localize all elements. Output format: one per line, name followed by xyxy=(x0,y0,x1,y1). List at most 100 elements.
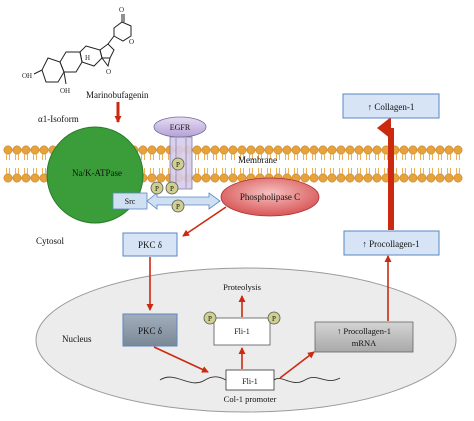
svg-text:P: P xyxy=(272,315,276,323)
lipid-head xyxy=(30,145,40,155)
phosphate-egfr: P xyxy=(171,157,185,171)
phosphate-fli1-left: P xyxy=(203,311,217,325)
lipid-head xyxy=(264,145,274,155)
cytosol-label: Cytosol xyxy=(36,236,65,246)
lipid-head xyxy=(417,173,427,183)
src-plc-double-arrow xyxy=(146,192,221,210)
phosphate-src-left: P xyxy=(150,181,164,195)
lipid-head xyxy=(363,145,373,155)
h-label: H xyxy=(85,54,90,62)
lipid-head xyxy=(327,145,337,155)
svg-text:P: P xyxy=(170,185,174,193)
svg-text:P: P xyxy=(176,203,180,211)
gene-to-mrna-arrow xyxy=(279,351,315,379)
pkc-delta-cytosol-label: PKC δ xyxy=(138,240,162,250)
lipid-head xyxy=(192,145,202,155)
lipid-head xyxy=(399,173,409,183)
phosphate-fli1-right: P xyxy=(267,311,281,325)
lipid-head xyxy=(318,173,328,183)
src-label: Src xyxy=(125,197,136,206)
plc-to-pkc-arrow xyxy=(182,206,227,237)
pkc-to-gene-arrow xyxy=(153,346,209,373)
phosphate-egfr-bottom: P xyxy=(171,199,185,213)
lipid-head xyxy=(3,173,13,183)
lipid-head xyxy=(453,173,463,183)
lipid-head xyxy=(30,173,40,183)
lipid-head xyxy=(201,173,211,183)
lipid-head xyxy=(228,173,238,183)
carbonyl-o-label: O xyxy=(119,6,124,14)
lipid-head xyxy=(426,145,436,155)
lipid-head xyxy=(192,173,202,183)
lipid-head xyxy=(327,173,337,183)
procollagen-mrna-label-2: mRNA xyxy=(352,338,377,348)
lipid-head xyxy=(363,173,373,183)
proteolysis-label: Proteolysis xyxy=(223,282,261,292)
oh-label-top: OH xyxy=(22,72,32,80)
procollagen-box xyxy=(343,230,440,256)
pkc-delta-nuclear-box xyxy=(122,313,178,347)
collagen-label: ↑ Collagen-1 xyxy=(368,102,415,112)
marinobufagenin-structure xyxy=(33,14,132,85)
procollagen-mrna-label-1: ↑ Procollagen-1 xyxy=(337,326,391,336)
lipid-head xyxy=(138,145,148,155)
lipid-head xyxy=(300,173,310,183)
lipid-head xyxy=(147,145,157,155)
na-k-atpase-label: Na/K-ATPase xyxy=(72,168,122,178)
lipid-head xyxy=(372,145,382,155)
procollagen-mrna-box xyxy=(314,321,414,353)
fli1-gene-box xyxy=(225,369,275,391)
lipid-head xyxy=(318,145,328,155)
lipid-head xyxy=(246,145,256,155)
lipid-head xyxy=(219,145,229,155)
membrane-label: Membrane xyxy=(238,155,277,165)
lipid-head xyxy=(435,145,445,155)
lipid-head xyxy=(210,145,220,155)
lipid-head xyxy=(345,145,355,155)
lipid-head xyxy=(345,173,355,183)
lipid-head xyxy=(309,173,319,183)
lipid-head xyxy=(3,145,13,155)
svg-text:P: P xyxy=(155,185,159,193)
col1-promoter-label: Col-1 promoter xyxy=(224,394,277,404)
phosphate-src-right: P xyxy=(165,181,179,195)
lipid-head xyxy=(156,173,166,183)
svg-text:P: P xyxy=(208,315,212,323)
lipid-head xyxy=(435,173,445,183)
procollagen-label: ↑ Procollagen-1 xyxy=(362,239,419,249)
collagen-box xyxy=(342,93,440,119)
lipid-head xyxy=(453,145,463,155)
lipid-head xyxy=(300,145,310,155)
lipid-head xyxy=(273,145,283,155)
epoxide-o-label: O xyxy=(106,68,111,76)
lipid-head xyxy=(291,145,301,155)
fli1-protein-label: Fli-1 xyxy=(234,327,250,336)
lipid-head xyxy=(408,173,418,183)
egfr-label: EGFR xyxy=(170,123,191,132)
svg-text:P: P xyxy=(176,161,180,169)
lipid-head xyxy=(408,145,418,155)
lipid-head xyxy=(426,173,436,183)
lipid-head xyxy=(147,173,157,183)
lipid-head xyxy=(444,173,454,183)
lipid-head xyxy=(354,173,364,183)
phospholipase-c xyxy=(220,177,320,217)
lipid-head xyxy=(336,145,346,155)
lipid-head xyxy=(12,173,22,183)
fli1-protein-box xyxy=(213,317,271,346)
lipid-head xyxy=(354,145,364,155)
dna-strand xyxy=(159,376,227,384)
lipid-head xyxy=(201,145,211,155)
lipid-head xyxy=(255,145,265,155)
lipid-head xyxy=(417,145,427,155)
fli1-gene-label: Fli-1 xyxy=(242,377,258,386)
pkc-delta-nuclear-label: PKC δ xyxy=(138,326,162,336)
ring-o-label: O xyxy=(129,38,134,46)
lipid-head xyxy=(12,145,22,155)
lipid-head xyxy=(21,145,31,155)
egfr-receptor xyxy=(153,116,207,138)
nucleus-label: Nucleus xyxy=(62,334,92,344)
plc-label: Phospholipase C xyxy=(240,192,300,202)
lipid-head xyxy=(156,145,166,155)
